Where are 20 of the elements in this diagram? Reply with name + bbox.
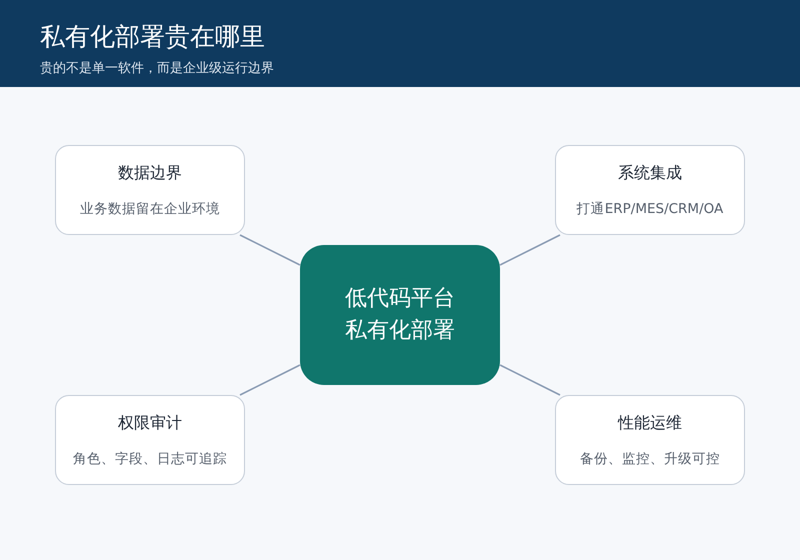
card-title: 系统集成 — [618, 162, 682, 184]
card-text: 业务数据留在企业环境 — [80, 200, 220, 218]
connector-line — [240, 364, 300, 396]
topic-card — [55, 145, 245, 235]
center-box — [300, 245, 500, 385]
connector-line — [240, 234, 300, 266]
subtitle: 贵的不是单一软件，而是企业级运行边界 — [40, 60, 274, 77]
topic-card — [555, 145, 745, 235]
connector-line — [500, 234, 560, 266]
center-text: 低代码平台私有化部署 — [344, 285, 456, 345]
topic-card — [555, 395, 745, 485]
card-text: 打通ERP/MES/CRM/OA — [576, 200, 724, 218]
title: 私有化部署贵在哪里 — [40, 21, 265, 53]
connector-line — [500, 364, 560, 396]
card-title: 权限审计 — [118, 412, 182, 434]
card-text: 角色、字段、日志可追踪 — [73, 450, 227, 468]
card-text: 备份、监控、升级可控 — [580, 450, 720, 468]
card-title: 性能运维 — [618, 412, 682, 434]
topic-card — [55, 395, 245, 485]
card-title: 数据边界 — [118, 162, 182, 184]
